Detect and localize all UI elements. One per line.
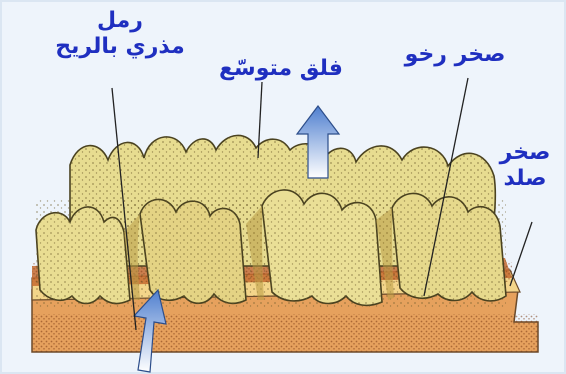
label-hard-rock: صخر صلد (484, 140, 566, 192)
label-soft-rock: صخر رخو (380, 42, 530, 68)
label-hard-rock-line2: صلد (484, 166, 566, 192)
label-medium-crack: فلق متوسّع (196, 56, 366, 82)
soft-rock-front-row (36, 190, 506, 308)
label-wind-sand: رمل مذري بالريح (20, 8, 220, 60)
label-wind-sand-line1: رمل (20, 8, 220, 34)
label-wind-sand-line2: مذري بالريح (20, 34, 220, 60)
label-hard-rock-line1: صخر (484, 140, 566, 166)
